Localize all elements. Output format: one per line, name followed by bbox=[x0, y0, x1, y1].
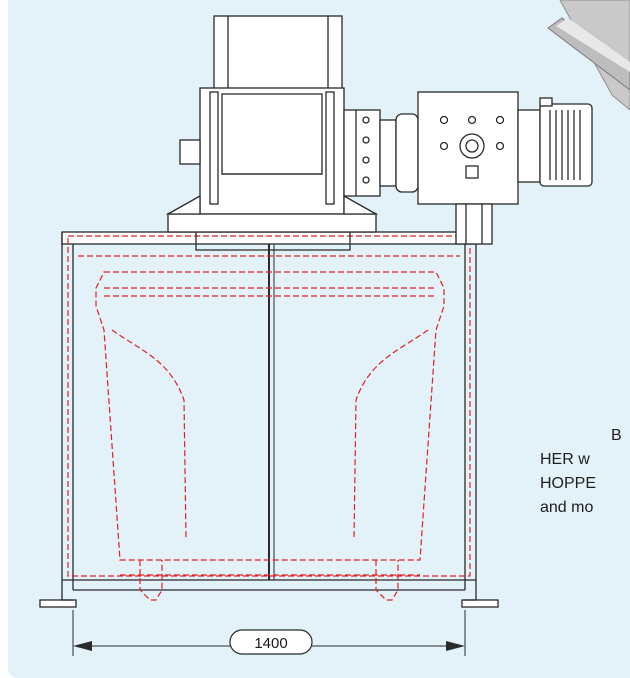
side-text-line-2: HER w bbox=[540, 451, 590, 468]
bin-hidden-outline bbox=[67, 235, 471, 601]
shredder-machine bbox=[165, 15, 593, 251]
side-text-line-3: HOPPE bbox=[540, 475, 597, 492]
side-text-line-1: B bbox=[611, 427, 622, 444]
dimension-line: 1400 bbox=[72, 610, 466, 656]
dimension-label-box bbox=[229, 629, 313, 655]
corner-photo-fragment bbox=[547, 0, 630, 111]
base-frame bbox=[39, 231, 499, 608]
dimension-label: 1400 bbox=[254, 635, 287, 652]
side-text-line-4: and mo bbox=[540, 499, 594, 516]
